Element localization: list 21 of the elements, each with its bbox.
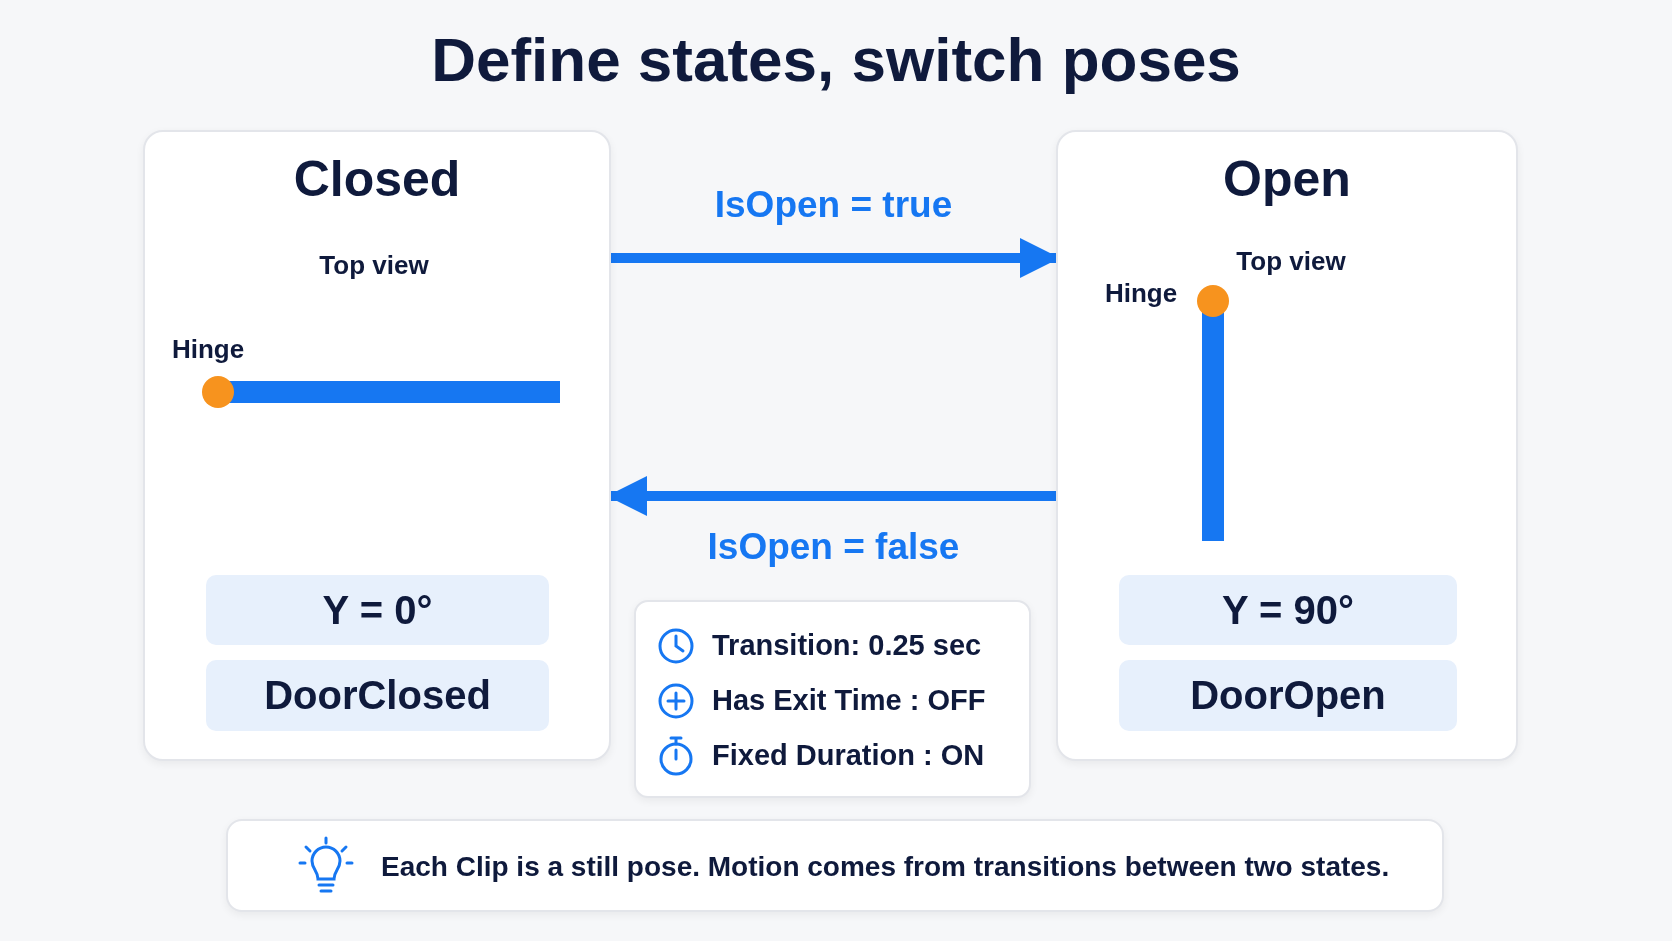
edge-label: IsOpen = false (706, 526, 961, 568)
setting-text: Transition: 0.25 sec (712, 629, 982, 662)
setting-text: Fixed Duration : ON (712, 739, 985, 772)
settings-panel (634, 600, 1031, 798)
state-tag: Y = 90° (1119, 575, 1457, 645)
setting-text: Has Exit Time : OFF (712, 684, 986, 717)
part-label: Hinge (1103, 278, 1179, 309)
tip-banner (226, 819, 1444, 912)
state-title: Closed (292, 150, 462, 208)
title: Define states, switch poses (430, 24, 1242, 95)
view-label: Top view (318, 250, 430, 281)
state-card (1056, 130, 1518, 761)
tip-text: Each Clip is a still pose. Motion comes from transitions between two states. (381, 851, 1390, 883)
state-card (143, 130, 611, 761)
view-label: Top view (1235, 246, 1347, 277)
state-tag: Y = 0° (206, 575, 549, 645)
edge-label: IsOpen = true (713, 184, 954, 226)
state-title: Open (1222, 150, 1352, 208)
state-tag: DoorOpen (1119, 660, 1457, 731)
state-tag: DoorClosed (206, 660, 549, 731)
part-label: Hinge (170, 334, 246, 365)
